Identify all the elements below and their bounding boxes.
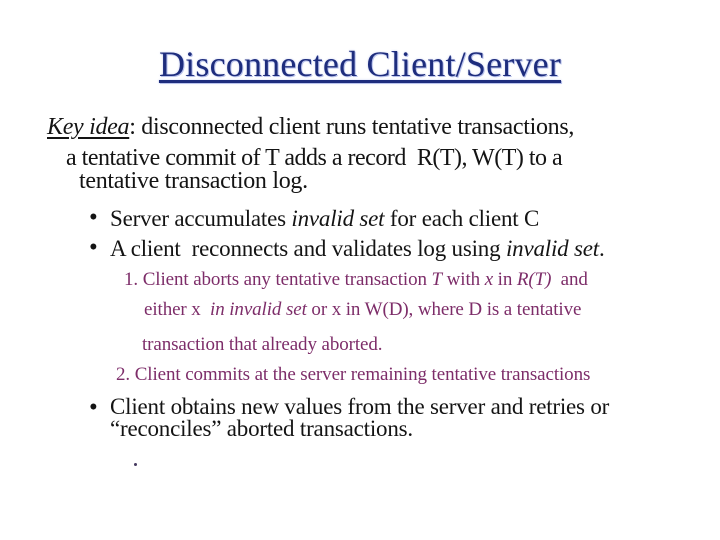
bullet-icon: •	[89, 234, 98, 261]
bullet-item-server-accumulates: Server accumulates invalid set for each …	[110, 206, 540, 231]
slide-title: Disconnected Client/Server	[0, 44, 720, 84]
numbered-item-1-line-2: either x in invalid set or x in W(D), wh…	[144, 299, 582, 320]
numbered-item-1-line-3: transaction that already aborted.	[142, 334, 383, 355]
bullet-item-client-obtains-line-1: Client obtains new values from the serve…	[110, 394, 610, 419]
key-idea-line: Key idea: disconnected client runs tenta…	[47, 114, 575, 140]
key-idea-wrap-line-3: tentative transaction log.	[79, 168, 308, 194]
bullet-item-client-reconnects: A client reconnects and validates log us…	[110, 236, 605, 261]
bullet-item-client-obtains-line-2: “reconciles” aborted transactions.	[110, 416, 413, 441]
numbered-item-1-line-1: 1. Client aborts any tentative transacti…	[124, 269, 588, 290]
key-idea-wrap-line-2: a tentative commit of T adds a record R(…	[66, 145, 563, 171]
bullet-icon: •	[89, 204, 98, 231]
stray-period-dot	[134, 463, 137, 466]
bullet-item-client-obtains: Client obtains new values from the serve…	[110, 394, 610, 441]
slide-title-text: Disconnected Client/Server	[158, 44, 562, 84]
bullet-icon: •	[89, 394, 98, 421]
numbered-item-2: 2. Client commits at the server remainin…	[116, 364, 591, 385]
